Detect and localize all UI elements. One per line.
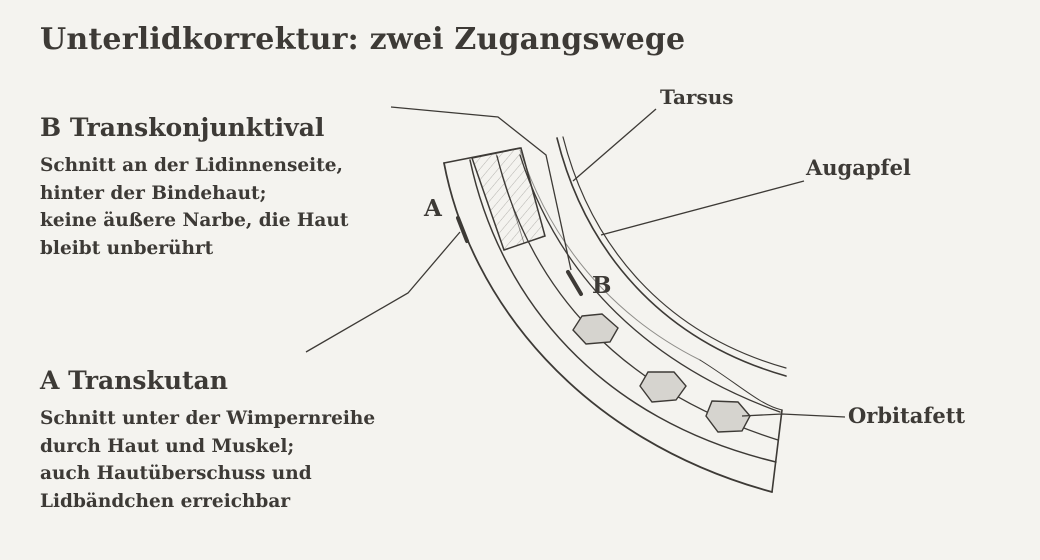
incision-a-mark bbox=[456, 216, 469, 243]
marker-b-label: B bbox=[592, 272, 611, 299]
section-b-line: hinter der Bindehaut; bbox=[40, 182, 267, 204]
leader-tarsus bbox=[572, 108, 657, 182]
marker-a-label: A bbox=[423, 195, 443, 222]
eyeball-surface bbox=[556, 136, 787, 377]
fat-pocket bbox=[639, 371, 687, 403]
section-a-line: durch Haut und Muskel; bbox=[40, 435, 295, 457]
section-a-line: Schnitt unter der Wimpernreihe bbox=[40, 408, 376, 429]
section-b-line: Schnitt an der Lidinnenseite, bbox=[40, 155, 343, 176]
augapfel-label: Augapfel bbox=[805, 155, 911, 180]
tarsus-plate bbox=[471, 147, 546, 251]
section-a-description: Schnitt unter der Wimpernreihe durch Hau… bbox=[40, 405, 375, 515]
fat-pocket bbox=[705, 400, 751, 433]
section-b-line: keine äußere Narbe, die Haut bbox=[40, 210, 349, 231]
section-b-description: Schnitt an der Lidinnenseite, hinter der… bbox=[40, 152, 348, 262]
tarsus-label: Tarsus bbox=[660, 85, 734, 109]
orbitafett-label: Orbitafett bbox=[848, 403, 965, 428]
conjunctiva-line bbox=[519, 149, 701, 361]
section-a-line: auch Hautüberschuss und bbox=[40, 463, 312, 484]
leader-augapfel bbox=[600, 180, 805, 236]
fat-boundary-line bbox=[519, 154, 781, 413]
leader-lines bbox=[305, 106, 846, 418]
section-b-line: bleibt unberührt bbox=[40, 237, 214, 259]
lower-end-line bbox=[771, 409, 783, 493]
fat-pocket bbox=[572, 313, 619, 345]
incision-b-mark bbox=[566, 270, 583, 296]
muscle-line bbox=[469, 159, 777, 463]
orbital-rim-line bbox=[699, 359, 783, 411]
section-b-heading: B Transkonjunktival bbox=[40, 113, 325, 142]
section-a-line: Lidbändchen erreichbar bbox=[40, 490, 291, 512]
leader-orbitafett bbox=[741, 413, 846, 418]
leader-b bbox=[390, 106, 572, 271]
section-a-heading: A Transkutan bbox=[40, 366, 228, 395]
leader-a bbox=[305, 231, 461, 353]
orbital-fat-pockets bbox=[572, 313, 751, 433]
page-title: Unterlidkorrektur: zwei Zugangswege bbox=[40, 22, 686, 57]
